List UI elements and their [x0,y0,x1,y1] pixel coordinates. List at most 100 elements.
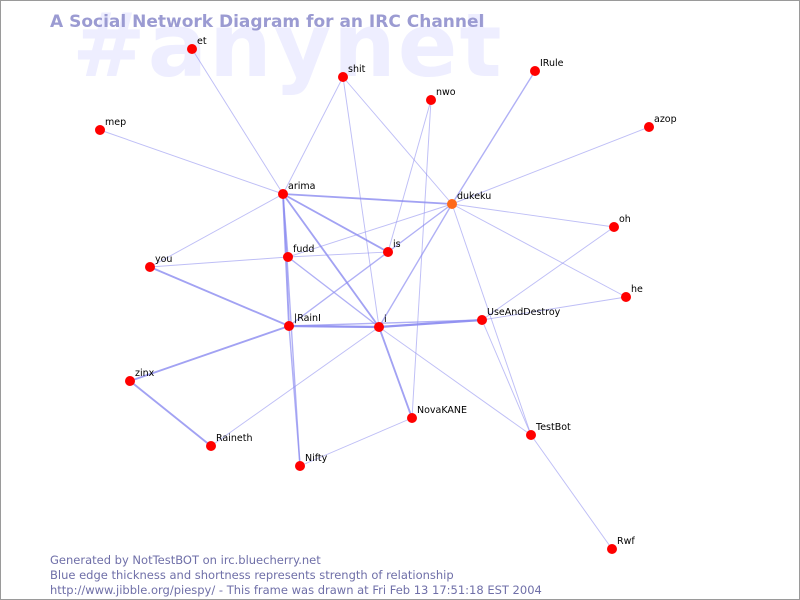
node-label: UseAndDestroy [487,307,561,318]
node-mep: mep [95,117,126,135]
node-layer: et shit nwo IRule azop mep arima dukeku oh fudd is… [95,36,677,554]
edge-IRainI-Nifty [288,325,301,467]
node-label: i [384,314,387,325]
edge-IRule-dukeku [451,70,536,205]
edge-et-arima [191,48,284,195]
edge-dukeku-he [451,203,627,298]
edge-zinx-Raineth [129,380,212,447]
edge-shit-arima [282,76,344,195]
node-he: he [621,284,643,302]
edge-arima-you [149,193,284,268]
edge-i-NovaKANE [378,326,413,419]
node-dot [278,189,288,199]
edge-UseAndDestroy-he [481,296,627,321]
node-label: is [393,239,401,250]
footer: Generated by NotTestBOT on irc.bluecherr… [50,553,542,598]
node-dot [284,321,294,331]
node-label: fudd [293,244,314,255]
node-dot [447,199,457,209]
node-dot [530,66,540,76]
node-Rwf: Rwf [607,536,635,554]
edge-arima-i [282,193,380,328]
edge-IRainI-zinx [129,325,290,382]
node-label: Nifty [305,453,328,464]
node-i: i [374,314,387,332]
edge-i-Raineth [210,326,380,447]
node-label: you [155,254,172,265]
edge-shit-i [342,76,380,328]
edge-nwo-is [387,99,432,253]
edge-NovaKANE-Nifty [299,417,413,467]
node-dot [206,441,216,451]
edge-UseAndDestroy-TestBot [481,319,532,436]
edge-i-UseAndDestroy [378,318,483,329]
edge-nwo-NovaKANE [411,99,432,419]
edge-dukeku-oh [451,203,615,228]
edge-mep-arima [99,129,284,195]
node-dot [477,315,487,325]
edge-dukeku-i [378,203,453,328]
node-dot [95,125,105,135]
edge-shit-dukeku [342,76,453,205]
footer-generated-by: Generated by NotTestBOT on irc.bluecherr… [50,553,321,567]
edge-arima-is [282,193,389,253]
node-dot [125,376,135,386]
node-dot [621,292,631,302]
edge-dukeku-is [387,203,453,253]
node-IRainI: |RainI [284,313,321,331]
node-label: Rwf [617,536,635,547]
node-label: oh [619,214,631,225]
node-dukeku: dukeku [447,191,491,209]
edge-dukeku-fudd [287,203,453,258]
edge-arima-dukeku [282,193,453,205]
node-dot [383,247,393,257]
node-dot [609,222,619,232]
node-zinx: zinx [125,368,155,386]
edge-fudd-you [149,256,289,268]
footer-legend: Blue edge thickness and shortness repres… [50,568,454,582]
node-dot [283,252,293,262]
node-label: he [631,284,643,295]
node-Nifty: Nifty [295,453,328,471]
edge-you-IRainI [149,266,290,327]
node-label: NovaKANE [417,405,467,416]
node-dot [374,322,384,332]
node-label: |RainI [294,313,321,324]
node-oh: oh [609,214,631,232]
node-label: zinx [135,368,155,379]
footer-url-timestamp: http://www.jibble.org/piespy/ - This fra… [50,583,542,597]
node-label: mep [105,117,126,128]
edge-IRainI-UseAndDestroy [288,319,483,327]
edge-dukeku-TestBot [451,203,532,436]
node-label: nwo [436,87,456,98]
node-dot [145,262,155,272]
node-label: TestBot [535,422,571,433]
node-et: et [187,36,207,54]
node-dot [644,122,654,132]
node-label: et [197,36,207,47]
node-fudd: fudd [283,244,314,262]
edge-is-IRainI [288,251,389,327]
node-label: azop [654,114,677,125]
node-NovaKANE: NovaKANE [407,405,467,423]
node-IRule: IRule [530,58,564,76]
node-dot [295,461,305,471]
node-you: you [145,254,172,272]
node-shit: shit [338,64,366,82]
edge-layer [99,48,650,550]
node-is: is [383,239,401,257]
node-label: IRule [540,58,564,69]
node-TestBot: TestBot [526,422,571,440]
diagram-title: A Social Network Diagram for an IRC Chan… [50,12,485,32]
node-dot [338,72,348,82]
edge-UseAndDestroy-oh [481,226,615,321]
edge-TestBot-Rwf [530,434,613,550]
channel-watermark: #anynet [72,0,504,97]
node-dot [187,44,197,54]
node-Raineth: Raineth [206,433,252,451]
node-label: Raineth [216,433,252,444]
node-arima: arima [278,181,315,199]
node-UseAndDestroy: UseAndDestroy [477,307,561,325]
